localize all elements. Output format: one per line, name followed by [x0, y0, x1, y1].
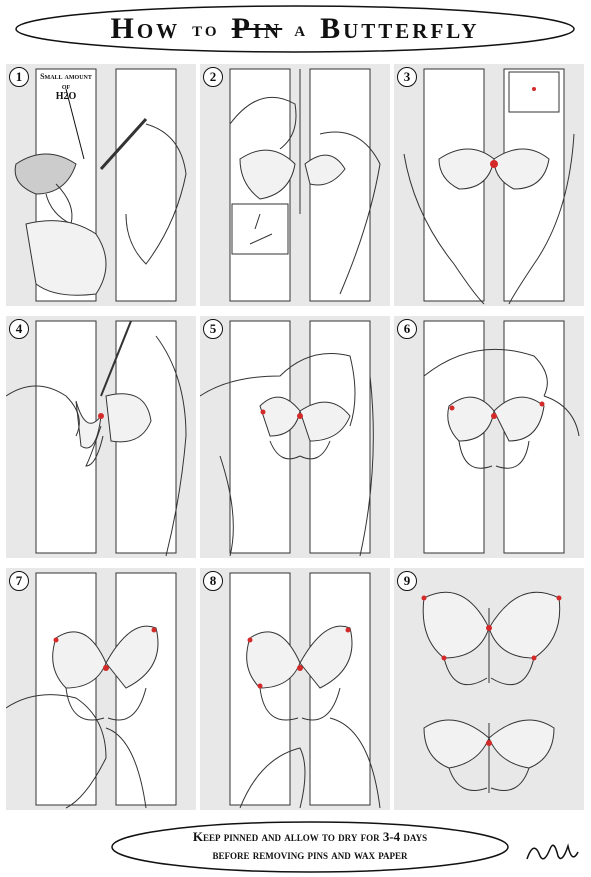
step-number-1: 1: [9, 67, 29, 87]
step-2-illustration: [229, 68, 381, 302]
step-panel-5: 5: [200, 316, 390, 558]
water-label-line1: Small amount: [40, 72, 92, 81]
steps-grid: 1 Small amount of H2O 2: [6, 64, 585, 812]
step-8-illustration: [229, 572, 381, 809]
title-oval: [15, 5, 575, 53]
title-word-a: a: [294, 16, 309, 41]
title-word-how: How: [110, 12, 181, 45]
step-number-2: 2: [203, 67, 223, 87]
step-3-illustration: [403, 68, 575, 305]
step-panel-3: 3: [394, 64, 584, 306]
step-7-illustration: [6, 572, 177, 809]
footer-line-2: before removing pins and wax paper: [212, 847, 408, 862]
page-title: How to Pin a Butterfly: [14, 4, 576, 54]
title-word-pin: Pin: [231, 12, 283, 45]
step-number-8: 8: [203, 571, 223, 591]
footer-oval: [111, 821, 509, 873]
title-word-to: to: [192, 16, 220, 41]
step-panel-2: 2: [200, 64, 390, 306]
step-number-3: 3: [397, 67, 417, 87]
step-6-illustration: [423, 320, 580, 554]
step-5-illustration: [200, 320, 374, 557]
step-number-6: 6: [397, 319, 417, 339]
footer-line-1: Keep pinned and allow to dry for 3-4 day…: [192, 829, 428, 844]
water-label: Small amount of H2O: [36, 72, 96, 102]
step-9-illustration: [421, 591, 562, 793]
footer-instructions: Keep pinned and allow to dry for 3-4 day…: [120, 828, 500, 864]
water-label-line3: H2O: [55, 91, 77, 102]
step-panel-7: 7: [6, 568, 196, 810]
step-1-illustration: [14, 68, 187, 302]
step-panel-6: 6: [394, 316, 584, 558]
step-panel-1: 1 Small amount of H2O: [6, 64, 196, 306]
artist-signature-icon: [526, 843, 579, 860]
title-word-butterfly: Butterfly: [320, 12, 480, 45]
step-panel-4: 4: [6, 316, 196, 558]
step-4-illustration: [6, 320, 187, 557]
step-panel-9: 9: [394, 568, 584, 810]
step-number-5: 5: [203, 319, 223, 339]
step-number-9: 9: [397, 571, 417, 591]
step-number-7: 7: [9, 571, 29, 591]
step-panel-8: 8: [200, 568, 390, 810]
step-number-4: 4: [9, 319, 29, 339]
water-label-line2: of: [61, 82, 71, 91]
